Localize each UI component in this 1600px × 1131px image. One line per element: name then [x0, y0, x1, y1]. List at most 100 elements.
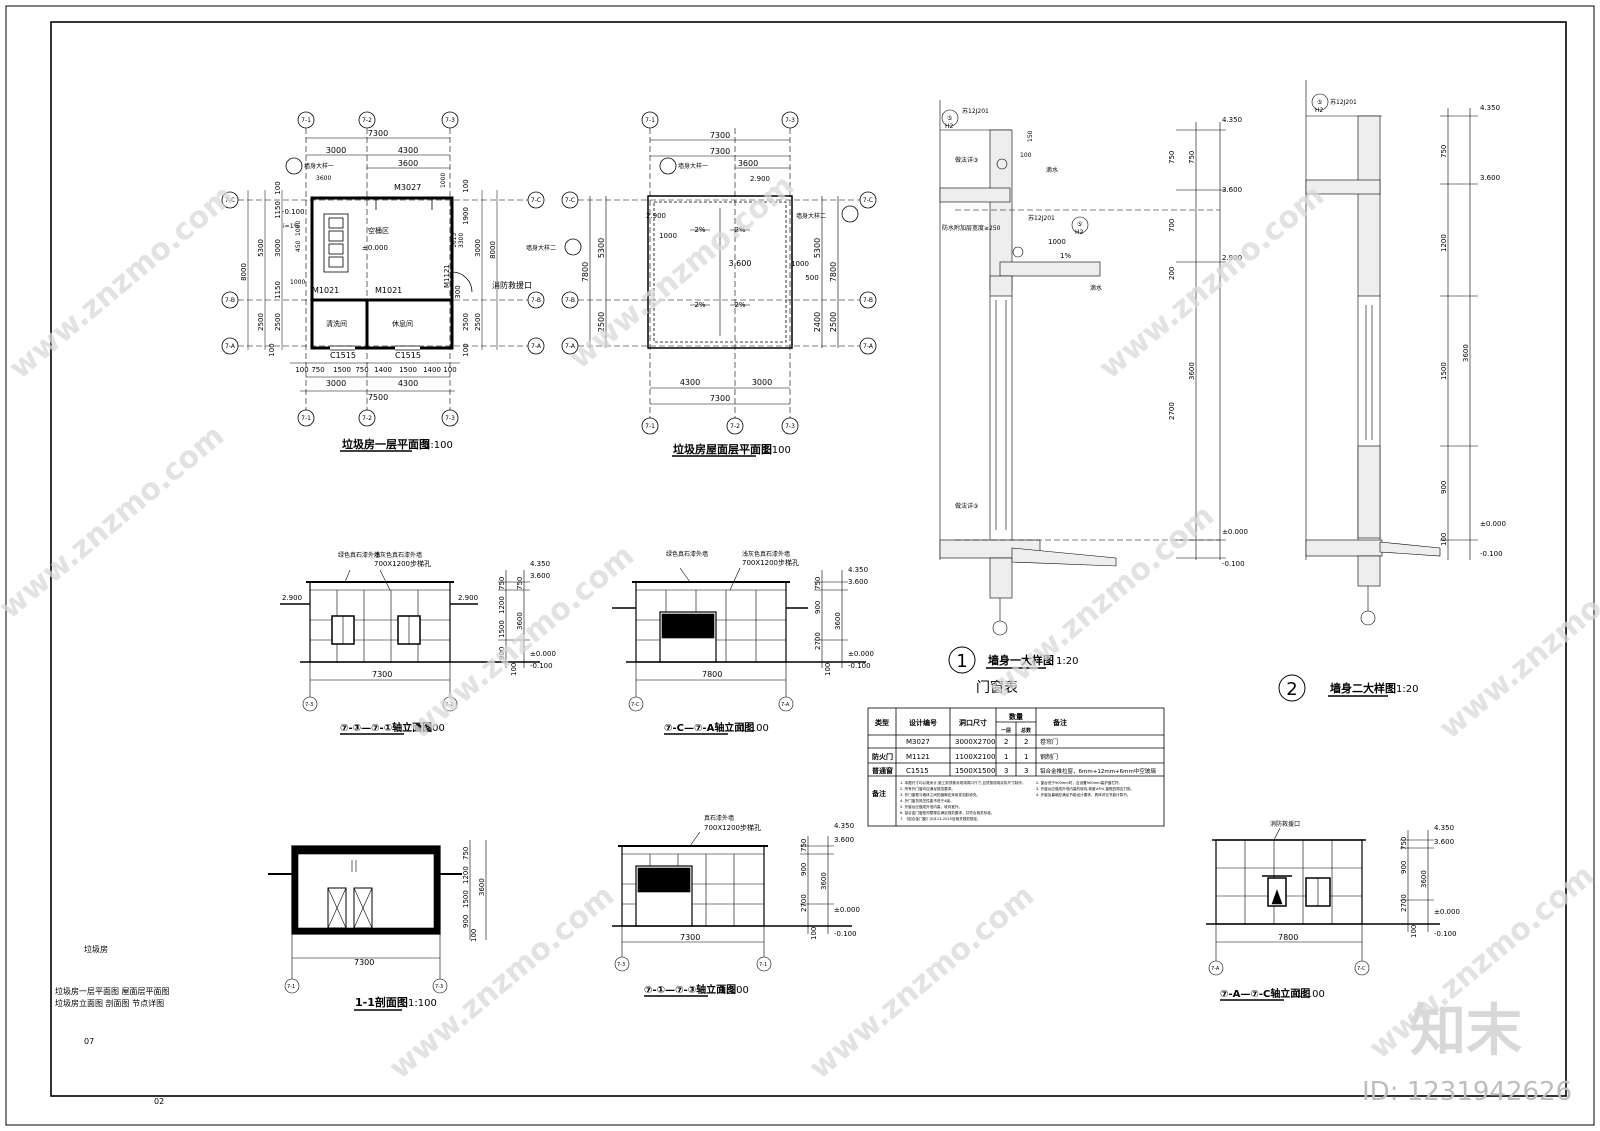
d1-label-a: 做法详③ [955, 156, 978, 164]
e4-dim-750: 750 [1400, 837, 1408, 850]
floor-dim-left-2500a: 2500 [257, 313, 265, 331]
d1-ref-h2b: H2 [1075, 229, 1084, 236]
d2-level-m: -0.100 [1480, 550, 1503, 558]
e2-level-4350: 4.350 [848, 566, 868, 574]
floor-plan: 7-1 7-2 7-3 7-1 7-2 7-3 7-C 7-B 7-A 7-C … [221, 111, 582, 452]
e4-axis-left: 7-A [1211, 966, 1220, 972]
e4-level-0: ±0.000 [1434, 908, 1460, 916]
dw-qty-total: 总数 [1021, 727, 1032, 734]
sec-dim-900: 900 [462, 915, 470, 928]
e2-note-c: 700X1200步梯孔 [742, 558, 799, 567]
floor-axis-bottom-1: 7-1 [301, 415, 311, 422]
roof-plan: 7-1 7-3 7-1 7-2 7-3 7-C 7-B 7-A 7-C 7-B … [561, 111, 877, 457]
roof-dim-bot-7300: 7300 [710, 394, 730, 403]
d1-number: 1 [956, 651, 967, 672]
floor-axis-right-c: 7-C [531, 197, 541, 204]
d1-level-0: ±0.000 [1222, 528, 1248, 536]
wall-detail-1: ⑤ H2 ⑤ H2 苏12J201 苏12J201 做法详③ 做法详③ 防水附加… [939, 100, 1248, 674]
floor-plan-title: 垃圾房一层平面图 [342, 437, 430, 451]
floor-dim-bot-750b: 750 [355, 366, 368, 374]
dw-remark-8: 2. 窗台低于900mm时，应设置900mm高护窗栏杆。 [1036, 780, 1122, 785]
sheet-project: 垃圾房 [84, 944, 108, 954]
d1-ref-h2a: H2 [945, 123, 954, 130]
roof-dim-top-b: 7300 [710, 147, 730, 156]
d2-level-0: ±0.000 [1480, 520, 1506, 528]
d1-label-slope: 1% [1060, 252, 1071, 260]
e1-dim-900: 900 [498, 647, 506, 660]
d1-scale: 1:20 [1056, 656, 1078, 667]
floor-dim-left-100a: 100 [274, 181, 282, 194]
dw-header-qty: 数量 [1009, 712, 1023, 721]
e2-dim-750: 750 [814, 577, 822, 590]
floor-dim-right-1900: 1900 [462, 207, 470, 225]
e2-dim-2700: 2700 [814, 632, 822, 650]
e2-scale: 1:100 [740, 723, 769, 734]
floor-dim-left-5300: 5300 [257, 239, 265, 257]
d2-dim-1500: 1500 [1440, 362, 1448, 380]
floor-room-rest: 休息间 [392, 319, 413, 328]
d1-dim-2700: 2700 [1168, 402, 1176, 420]
d1-label-drip-b: 滴水 [1090, 284, 1102, 292]
roof-axis-top-1: 7-1 [645, 117, 655, 124]
floor-dim-left-1150b: 1150 [274, 281, 282, 299]
e3-dim-900: 900 [800, 863, 808, 876]
e3-level-m: -0.100 [834, 930, 857, 938]
roof-dim-left-5300: 5300 [597, 238, 606, 258]
floor-dim-bot-4300: 4300 [398, 379, 418, 388]
e2-level-m: -0.100 [848, 662, 871, 670]
dw-r3-size: 1500X1500 [955, 767, 995, 775]
floor-tag-m1121: M1121 [443, 264, 451, 288]
e1-note-c: 700X1200步梯孔 [374, 559, 431, 568]
dw-qty-floor: 一层 [1001, 727, 1011, 734]
floor-room-bins: 空桶区 [368, 226, 389, 235]
inner-border [50, 21, 1567, 1097]
e4-dim-2700: 2700 [1400, 894, 1408, 912]
elevation-4: 消防救援口 4.350 3.600 ±0.000 -0.100 750 900 … [1206, 820, 1460, 1001]
floor-dim-top-total: 7300 [368, 129, 388, 138]
d1-dim-3600: 3600 [1188, 362, 1196, 380]
e2-width: 7800 [702, 670, 722, 679]
dw-r2-remark: 钢制门 [1040, 753, 1058, 761]
roof-slope-b: 2% [734, 226, 745, 234]
floor-dim-top-3000: 3000 [326, 146, 346, 155]
floor-dim-right-2500b: 2500 [474, 313, 482, 331]
roof-axis-right-b: 7-B [863, 297, 873, 304]
e4-dim-100: 100 [1410, 925, 1418, 938]
d2-title: 墙身二大样图 [1330, 681, 1396, 695]
d1-dim-750a: 750 [1188, 151, 1196, 164]
floor-tag-1000a: 1000 [440, 173, 447, 188]
e4-dim-3600: 3600 [1420, 870, 1428, 888]
e4-dim-900: 900 [1400, 861, 1408, 874]
e4-note-a: 消防救援口 [1270, 820, 1300, 828]
e2-note-b: 浅灰色真石漆外墙 [742, 550, 790, 558]
dw-header-size: 洞口尺寸 [959, 718, 987, 727]
d1-level-m: -0.100 [1222, 560, 1245, 568]
e1-width: 7300 [372, 670, 392, 679]
floor-tag-c1515a: C1515 [330, 351, 356, 360]
e4-level-3600: 3.600 [1434, 838, 1454, 846]
door-window-table: 门窗表 类型 设计编号 洞口尺寸 数量 备注 一层 总数 M3027 3000X… [867, 679, 1165, 827]
roof-axis-top-3: 7-3 [785, 117, 795, 124]
roof-dim-bot-3000: 3000 [752, 378, 772, 387]
floor-tag-slope: i=1% [283, 223, 300, 230]
e3-title: ⑦-①—⑦-③轴立面图 [644, 983, 736, 996]
sec-axis-left: 7-1 [287, 984, 295, 990]
d2-dim-750: 750 [1440, 145, 1448, 158]
floor-dim-right-3000: 3000 [474, 239, 482, 257]
sheet-code2: 02 [154, 1097, 164, 1106]
roof-axis-left-c: 7-C [565, 197, 575, 204]
sec-width: 7300 [354, 958, 374, 967]
d2-number: 2 [1286, 679, 1297, 700]
dw-header-code: 设计编号 [909, 718, 937, 727]
section-title: 1-1剖面图 [355, 995, 408, 1009]
floor-tag-1000b: 1000 [290, 279, 305, 286]
floor-dim-top-3600: 3600 [398, 159, 418, 168]
dw-remark-5: 5. 外窗台应做成外低内高，坡向室外。 [900, 804, 962, 809]
d2-ref-h2: H2 [1315, 107, 1324, 114]
e1-note-a: 绿色真石漆外墙 [338, 551, 380, 559]
e3-dim-750: 750 [800, 839, 808, 852]
roof-slope-c: 2% [694, 301, 705, 309]
dw-r2-size: 1100X2100 [955, 753, 995, 761]
e3-dim-3600: 3600 [820, 872, 828, 890]
dw-r1-qty1: 2 [1004, 738, 1008, 746]
